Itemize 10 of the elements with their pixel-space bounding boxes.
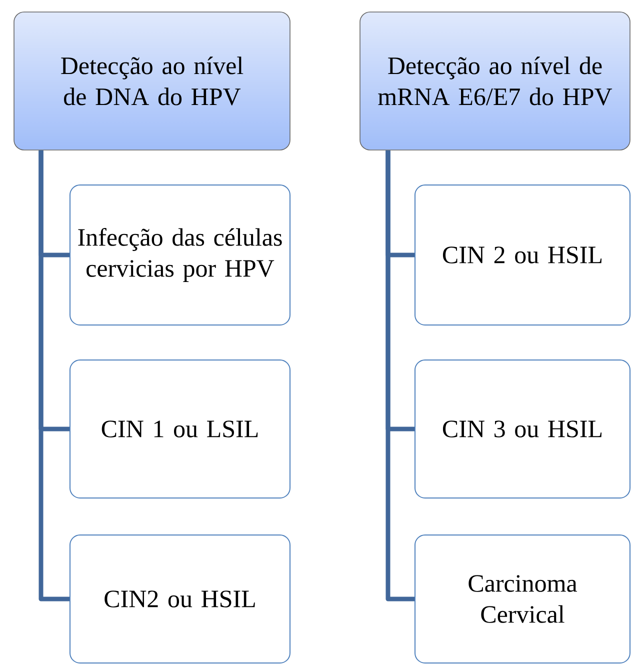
item-box: Infecção das células cervicias por HPV xyxy=(70,184,290,326)
item-box: CIN 3 ou HSIL xyxy=(414,360,630,498)
header-box: Detecção ao nível de DNA do HPV xyxy=(14,12,290,150)
item-box: CIN2 ou HSIL xyxy=(70,534,290,664)
item-box: CIN 1 ou LSIL xyxy=(70,360,290,498)
item-box: Carcinoma Cervical xyxy=(414,534,630,664)
connector-line xyxy=(38,150,70,602)
item-box: CIN 2 ou HSIL xyxy=(414,184,630,326)
header-box: Detecção ao nível de mRNA E6/E7 do HPV xyxy=(360,12,630,150)
connector-line xyxy=(386,150,414,602)
